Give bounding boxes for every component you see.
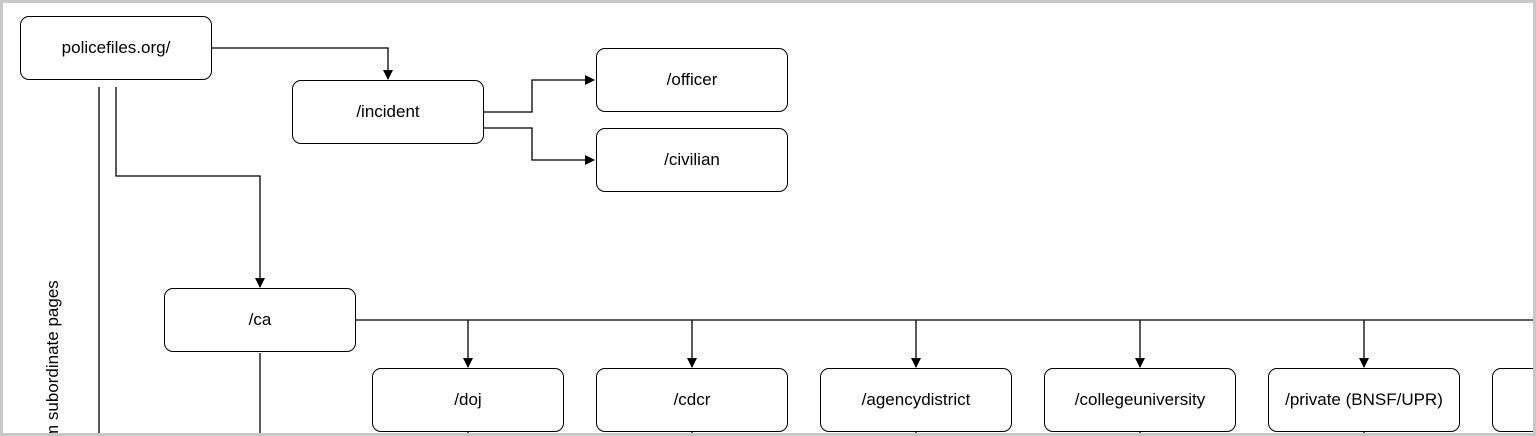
node-root: policefiles.org/ <box>20 16 212 80</box>
node-doj: /doj <box>372 368 564 432</box>
node-civilian: /civilian <box>596 128 788 192</box>
node-private: /private (BNSF/UPR) <box>1268 368 1460 432</box>
node-ca: /ca <box>164 288 356 352</box>
node-agencydistrict: /agencydistrict <box>820 368 1012 432</box>
node-incident: /incident <box>292 80 484 144</box>
edge-root-incident <box>212 47 393 80</box>
node-officer: /officer <box>596 48 788 112</box>
edge-incident-civilian <box>484 127 595 165</box>
edge-root-ca <box>115 87 265 288</box>
node-cdcr: /cdcr <box>596 368 788 432</box>
side-label: m subordinate pages <box>43 280 62 436</box>
edge-incident-officer <box>484 75 595 113</box>
node-collegeuniversity: /collegeuniversity <box>1044 368 1236 432</box>
connector-layer <box>98 47 1533 433</box>
node-cut-off <box>1492 368 1533 432</box>
